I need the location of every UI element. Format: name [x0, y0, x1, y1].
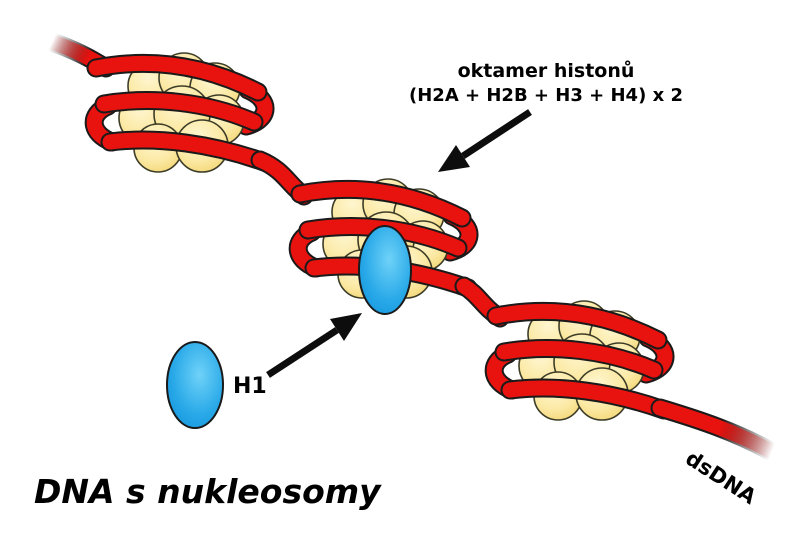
nucleosome-3: [494, 301, 665, 420]
h1-histone-free: [166, 341, 224, 429]
octamer-label-line2: (H2A + H2B + H3 + H4) x 2: [409, 85, 683, 106]
octamer-label-line1: oktamer histonů: [458, 59, 635, 82]
octamer-arrow: [438, 109, 532, 172]
h1-label: H1: [233, 374, 267, 399]
dna-linker-fade-out: [650, 398, 782, 462]
dsdna-label: dsDNA: [681, 446, 761, 509]
h1-histone-bound: [358, 225, 412, 315]
h1-arrow: [266, 313, 362, 378]
nucleosome-1: [94, 53, 265, 172]
diagram-title: DNA s nukleosomy: [34, 472, 382, 511]
